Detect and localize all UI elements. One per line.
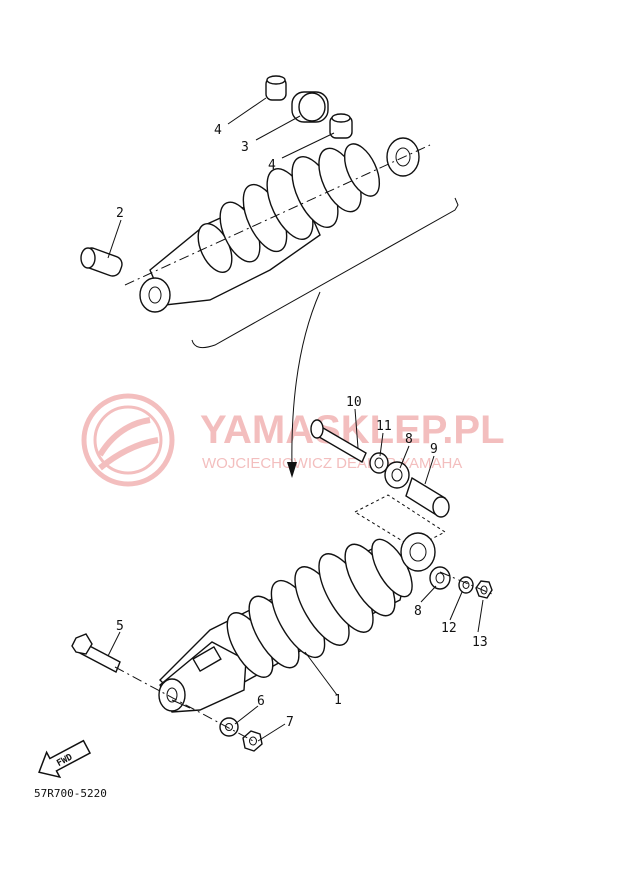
washer-11 [369, 452, 389, 474]
bottom-spring [226, 538, 413, 678]
nut-13 [475, 580, 493, 599]
watermark-logo [81, 393, 175, 487]
callout-5: 5 [116, 619, 124, 634]
bushing-4b [329, 113, 353, 139]
bolt-5 [71, 633, 121, 673]
callout-9: 9 [430, 442, 438, 457]
bolt-10 [310, 419, 367, 463]
callout-12: 12 [441, 621, 457, 636]
callout-1: 1 [334, 693, 342, 708]
bushing-3 [291, 91, 329, 123]
callout-8b: 8 [414, 604, 422, 619]
callout-4b: 4 [268, 158, 276, 173]
collar-9 [405, 476, 450, 518]
fwd-arrow-icon: FWD [38, 739, 92, 779]
spacer-8-bottom [429, 566, 451, 590]
nut-7 [242, 730, 263, 752]
top-spring [197, 143, 381, 273]
callout-3: 3 [241, 140, 249, 155]
watermark: YAMASKLEP.PL WOJCIECHOWICZ DEALER YAMAHA [81, 393, 505, 487]
spacer-8-top [384, 461, 410, 489]
top-shock-assembly [80, 75, 459, 478]
callout-11: 11 [376, 419, 392, 434]
bushing-2 [80, 247, 123, 277]
watermark-subtitle: WOJCIECHOWICZ DEALER YAMAHA [202, 455, 462, 472]
callout-4a: 4 [214, 123, 222, 138]
callout-10: 10 [346, 395, 362, 410]
bottom-shock-assembly [71, 419, 493, 752]
callout-labels: 4 3 4 2 10 11 8 9 5 8 12 13 1 6 7 [116, 123, 488, 730]
bushing-4a [265, 75, 287, 101]
callout-7: 7 [286, 715, 294, 730]
callout-6: 6 [257, 694, 265, 709]
callout-8a: 8 [405, 432, 413, 447]
washer-6 [219, 717, 239, 737]
washer-12 [458, 576, 474, 594]
callout-13: 13 [472, 635, 488, 650]
callout-2: 2 [116, 206, 124, 221]
leader-lines [107, 97, 484, 742]
diagram-code: 57R700-5220 [34, 787, 107, 800]
